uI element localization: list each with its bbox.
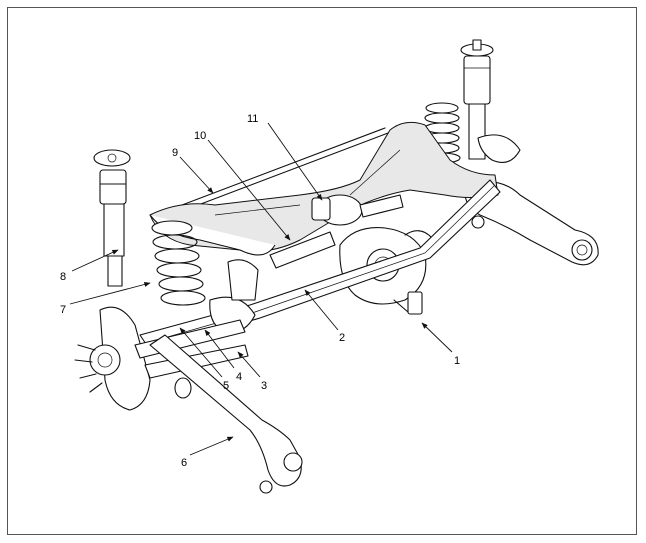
callout-7: 7 [60,304,66,316]
leader-4 [204,329,235,369]
leader-10 [207,139,291,241]
leader-9 [179,156,214,194]
left-trailing-arm [149,334,303,494]
left-coil-spring [151,220,206,306]
stabilizer-bar [181,127,389,211]
callout-11: 11 [247,113,258,125]
callout-5: 5 [223,380,229,392]
callout-labels: 1 2 3 4 5 6 7 8 9 10 11 [60,113,460,469]
leader-5 [179,327,223,378]
right-trailing-arm [464,134,599,266]
callout-2: 2 [339,332,345,344]
callout-8: 8 [60,271,66,283]
leader-11 [267,122,323,201]
left-shock-absorber [93,149,131,287]
callout-4: 4 [236,371,242,383]
callout-1: 1 [454,355,460,367]
callout-10: 10 [194,130,206,142]
callout-3: 3 [261,380,267,392]
leader-8 [71,249,119,272]
callout-9: 9 [172,147,178,159]
leader-7 [69,282,151,305]
leader-lines [69,122,453,456]
leader-1 [421,322,453,353]
callout-6: 6 [181,457,187,469]
drive-shaft [269,194,404,269]
leader-3 [237,351,261,378]
leader-6 [189,436,234,456]
leader-2 [304,289,339,331]
